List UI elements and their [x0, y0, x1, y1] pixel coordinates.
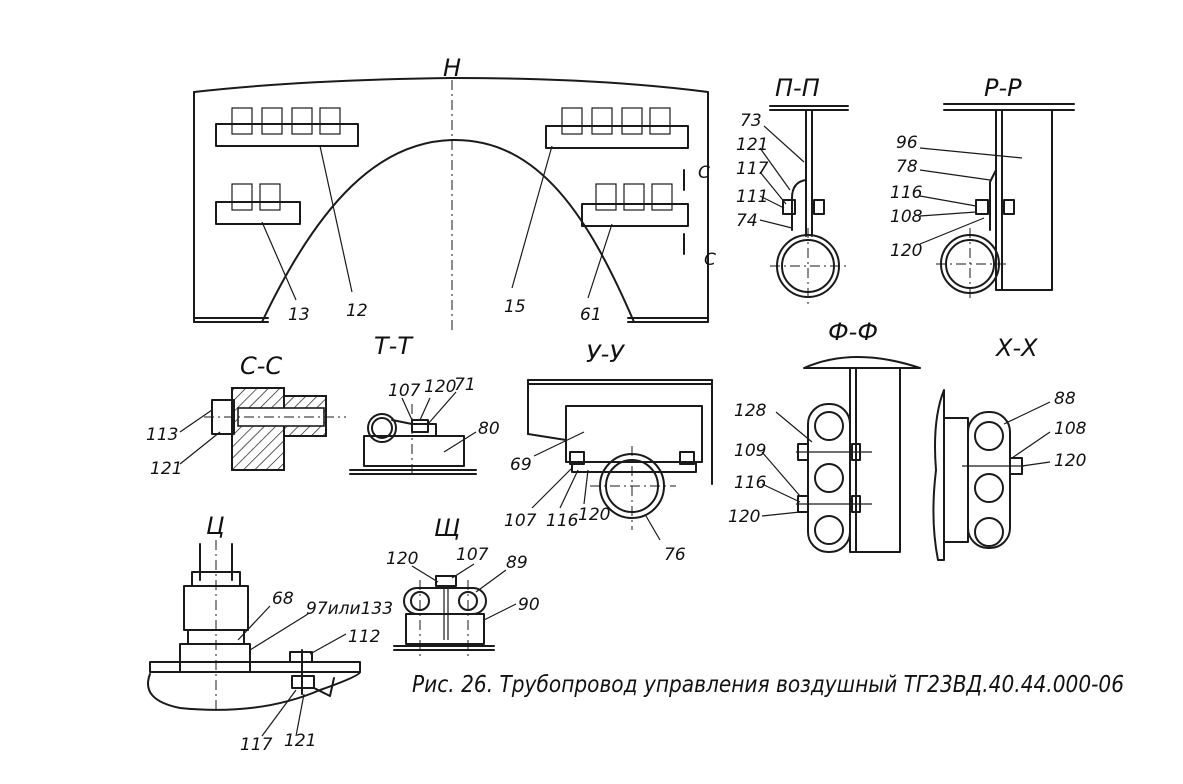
section-ts: Ц 68 97или133 112 117 121 — [147, 512, 393, 755]
section-label-ff: Ф-Ф — [828, 318, 878, 346]
label-69: 69 — [510, 455, 532, 475]
label-117: 117 — [736, 159, 769, 179]
figure-caption: Рис. 26. Трубопровод управления воздушны… — [412, 672, 1124, 698]
main-view: С С Н 13 12 15 61 — [193, 54, 716, 330]
section-tt: Т-Т 107 120 71 80 — [349, 332, 500, 476]
label-107-tt: 107 — [388, 381, 421, 401]
section-mark-c-bottom: С — [704, 250, 716, 270]
label-112: 112 — [348, 627, 380, 647]
section-label-ts: Ц — [206, 512, 225, 540]
label-109: 109 — [734, 441, 766, 461]
label-120-ff: 120 — [728, 507, 760, 527]
section-label-sch: Щ — [434, 514, 460, 542]
label-61: 61 — [580, 305, 602, 325]
section-label-pp: П-П — [775, 74, 820, 102]
label-107-uu: 107 — [504, 511, 537, 531]
label-120: 120 — [890, 241, 922, 261]
label-121-ss: 121 — [150, 459, 182, 479]
label-96: 96 — [896, 133, 918, 153]
section-rr: Р-Р 96 78 116 108 120 — [890, 74, 1075, 302]
view-label-h: Н — [443, 54, 461, 82]
label-116: 116 — [890, 183, 923, 203]
label-88: 88 — [1054, 389, 1076, 409]
section-uu: У-У 69 107 116 120 76 — [504, 340, 713, 565]
label-108: 108 — [890, 207, 923, 227]
label-111: 111 — [736, 187, 768, 207]
label-73: 73 — [740, 111, 762, 131]
label-90: 90 — [518, 595, 540, 615]
label-107-sch: 107 — [456, 545, 489, 565]
section-label-rr: Р-Р — [984, 74, 1022, 102]
section-mark-c-top: С — [698, 163, 710, 183]
label-128: 128 — [734, 401, 767, 421]
label-117-ts: 117 — [240, 735, 273, 755]
section-label-tt: Т-Т — [374, 332, 414, 360]
label-15: 15 — [504, 297, 526, 317]
label-68: 68 — [272, 589, 294, 609]
label-116-ff: 116 — [734, 473, 767, 493]
label-78: 78 — [896, 157, 918, 177]
label-12: 12 — [346, 301, 368, 321]
label-120-xx: 120 — [1054, 451, 1086, 471]
label-120-sch: 120 — [386, 549, 418, 569]
label-121-ts: 121 — [284, 731, 316, 751]
section-ss: С-С 113 121 — [146, 352, 346, 479]
label-97-or-133: 97или133 — [306, 599, 393, 619]
section-label-ss: С-С — [240, 352, 282, 380]
label-121: 121 — [736, 135, 768, 155]
label-74: 74 — [736, 211, 758, 231]
section-ff: Ф-Ф 128 109 116 120 — [728, 318, 921, 553]
section-label-xx: Х-Х — [994, 334, 1038, 362]
label-116-uu: 116 — [546, 511, 579, 531]
label-120-tt: 120 — [424, 377, 456, 397]
section-label-uu: У-У — [586, 340, 625, 368]
label-76: 76 — [664, 545, 686, 565]
label-108-xx: 108 — [1054, 419, 1087, 439]
label-120-uu: 120 — [578, 505, 610, 525]
label-89: 89 — [506, 553, 528, 573]
label-80: 80 — [478, 419, 500, 439]
section-xx: Х-Х 88 108 120 — [932, 334, 1087, 561]
label-13: 13 — [288, 305, 310, 325]
section-pp: П-П 73 121 117 111 74 — [736, 74, 850, 306]
label-113: 113 — [146, 425, 178, 445]
section-sch: Щ 120 107 89 90 — [386, 514, 540, 656]
label-71: 71 — [454, 375, 476, 395]
